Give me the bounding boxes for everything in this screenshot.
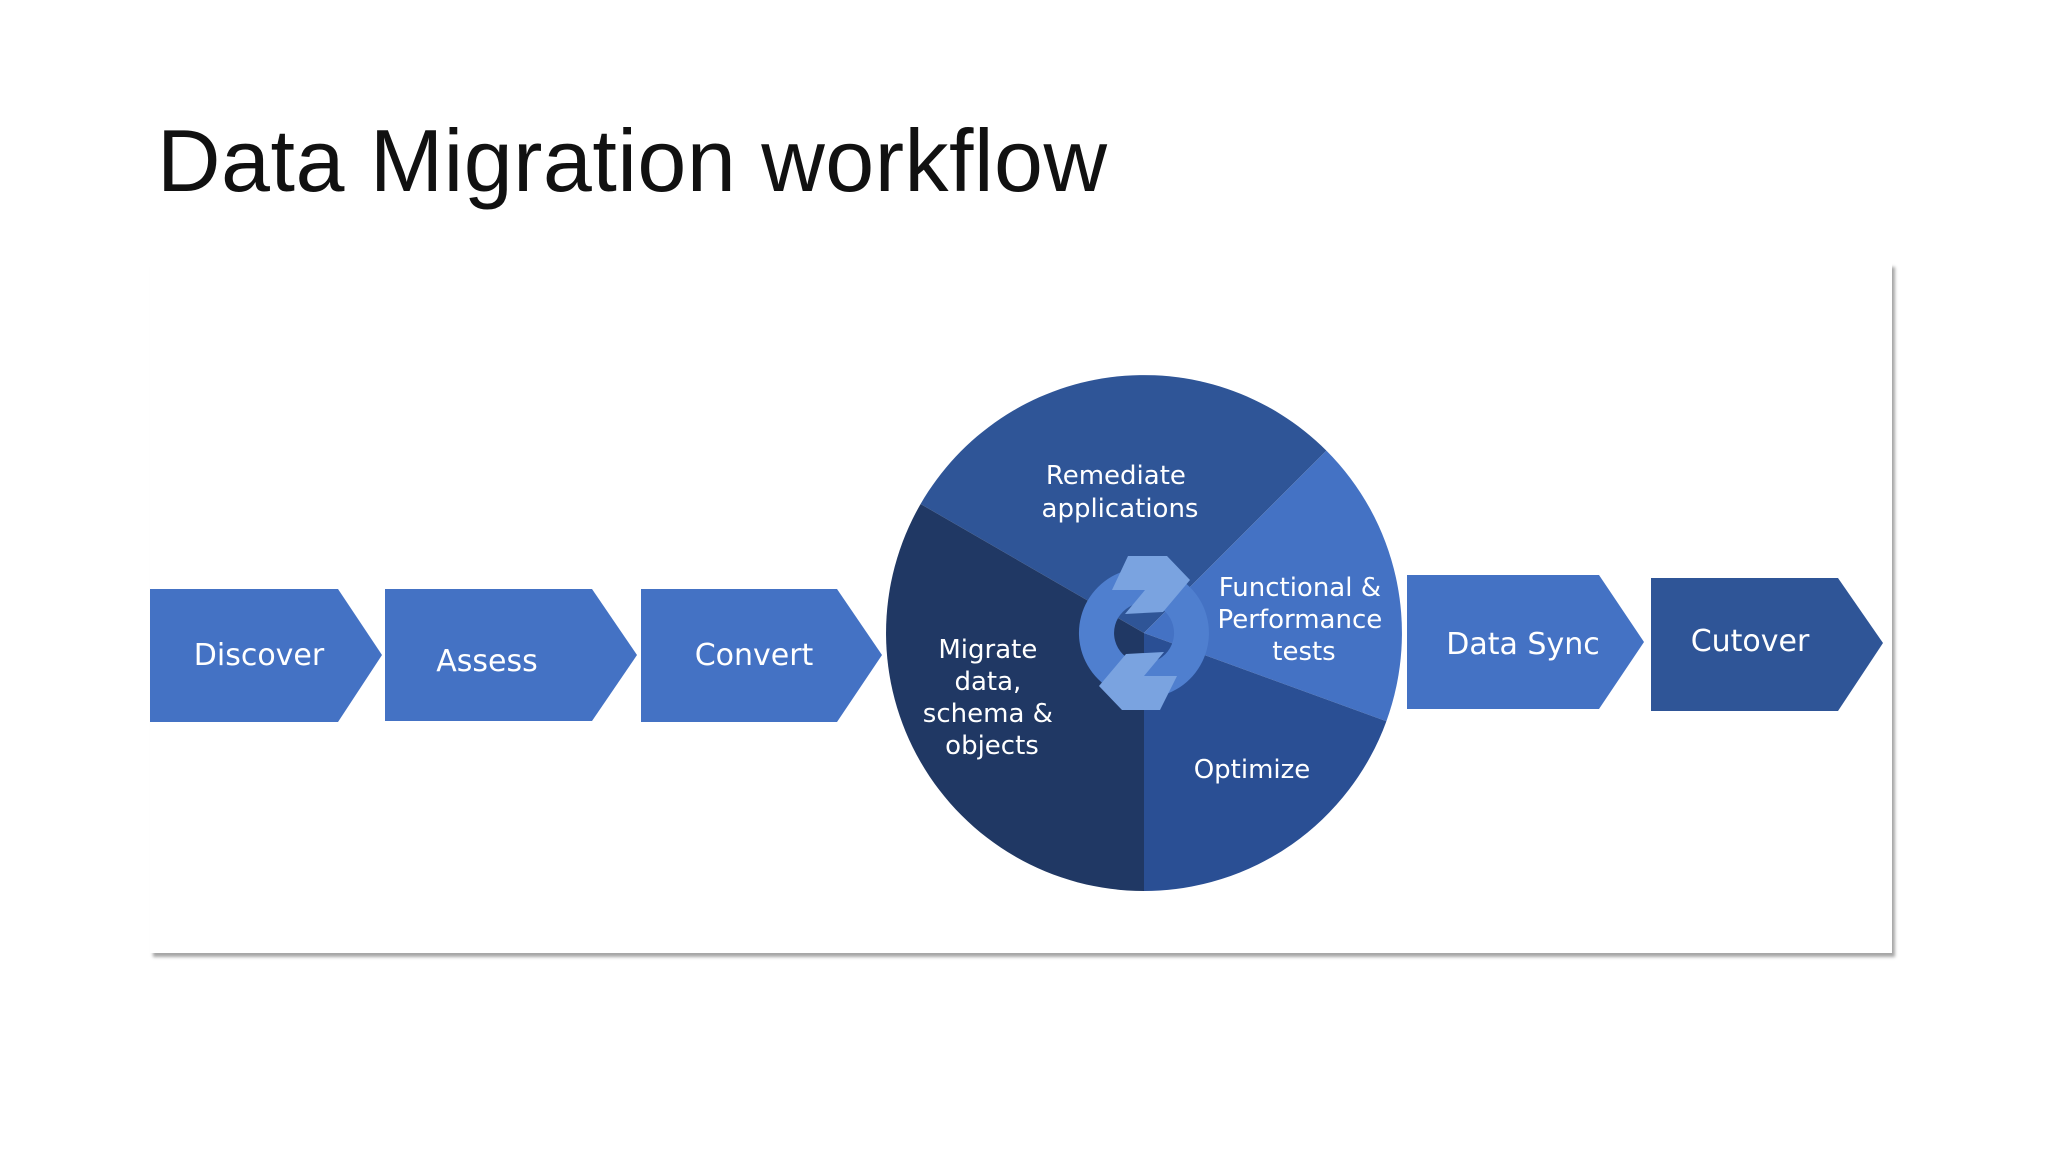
functional-line-1: Functional &	[1219, 573, 1381, 603]
remediate-label: Remediate applications	[1042, 461, 1199, 524]
functional-line-2: Performance	[1217, 605, 1382, 635]
cutover-label: Cutover	[1691, 624, 1810, 659]
remediate-line-1: Remediate	[1046, 461, 1186, 491]
migrate-label: Migrate data, schema & objects	[923, 635, 1061, 761]
migrate-line-3: schema &	[923, 699, 1053, 729]
functional-sector	[1144, 450, 1402, 722]
migrate-line-2: data,	[954, 667, 1021, 697]
migrate-sector	[886, 504, 1144, 891]
data-sync-label: Data Sync	[1446, 627, 1599, 662]
migrate-line-4: objects	[945, 731, 1039, 761]
cycle-arrow-bottom	[1099, 652, 1177, 710]
cycle-icon	[1078, 556, 1209, 710]
discover-chevron	[150, 589, 382, 722]
functional-line-3: tests	[1272, 637, 1335, 667]
cutover-chevron	[1651, 578, 1883, 711]
remediate-sector	[920, 375, 1327, 633]
optimize-sector	[1144, 633, 1387, 891]
convert-label: Convert	[695, 638, 814, 673]
functional-label: Functional & Performance tests	[1217, 573, 1390, 667]
optimize-label: Optimize	[1194, 755, 1311, 785]
convert-chevron	[641, 589, 882, 722]
migrate-line-1: Migrate	[938, 635, 1037, 665]
data-sync-chevron	[1407, 575, 1644, 709]
optimize-line-1: Optimize	[1194, 755, 1311, 785]
cycle-ring	[1078, 568, 1209, 698]
cycle-arrow-top	[1112, 556, 1190, 614]
assess-label: Assess	[436, 644, 538, 679]
discover-label: Discover	[194, 638, 325, 673]
assess-chevron	[385, 589, 637, 721]
remediate-line-2: applications	[1042, 494, 1199, 524]
slide-title: Data Migration workflow	[157, 111, 1108, 210]
